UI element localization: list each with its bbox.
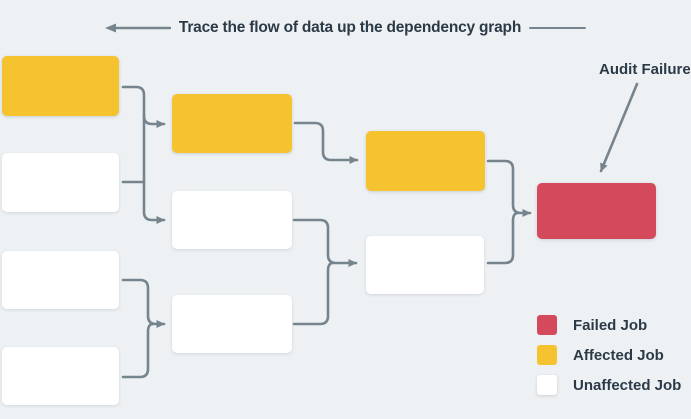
node-job-a2-unaffected <box>2 153 119 212</box>
edge-c1-to-d1 <box>486 159 532 217</box>
unaffected-job-label: Unaffected Job <box>573 376 682 394</box>
edge-b1-to-c1 <box>293 121 359 164</box>
edge-a-bus-main <box>121 85 166 224</box>
legend-item-failed: Failed Job <box>537 315 681 335</box>
audit-failure-label: Audit Failure <box>599 61 691 78</box>
edge-b3-to-c2 <box>292 261 335 326</box>
flow-direction-arrow-icon <box>104 23 171 33</box>
node-job-a3-unaffected <box>2 251 119 309</box>
node-job-a4-unaffected <box>2 347 119 405</box>
audit-failure-arrow-icon <box>599 82 639 173</box>
node-job-b1-affected <box>172 94 292 153</box>
node-job-b2-unaffected <box>172 191 292 249</box>
legend-item-unaffected: Unaffected Job <box>537 375 681 395</box>
node-job-a1-affected <box>2 56 119 116</box>
legend-item-affected: Affected Job <box>537 345 681 365</box>
title-trailing-line <box>529 26 587 30</box>
unaffected-job-swatch <box>537 375 557 395</box>
legend: Failed Job Affected Job Unaffected Job <box>537 315 681 395</box>
failed-job-label: Failed Job <box>573 316 648 334</box>
edge-a4-to-b3 <box>121 322 155 379</box>
node-job-c1-affected <box>366 131 485 191</box>
affected-job-label: Affected Job <box>573 346 664 364</box>
edge-a3-to-b3 <box>121 278 166 328</box>
edge-c2-to-d1 <box>486 211 520 265</box>
diagram-header: Trace the flow of data up the dependency… <box>0 19 691 37</box>
node-job-d1-failed <box>537 183 656 239</box>
edge-a-bus-branch-b1 <box>142 114 166 128</box>
affected-job-swatch <box>537 345 557 365</box>
edge-b2-to-c2 <box>292 218 358 267</box>
diagram-title: Trace the flow of data up the dependency… <box>178 19 522 36</box>
node-job-c2-unaffected <box>366 236 484 294</box>
failed-job-swatch <box>537 315 557 335</box>
node-job-b3-unaffected <box>172 295 292 353</box>
